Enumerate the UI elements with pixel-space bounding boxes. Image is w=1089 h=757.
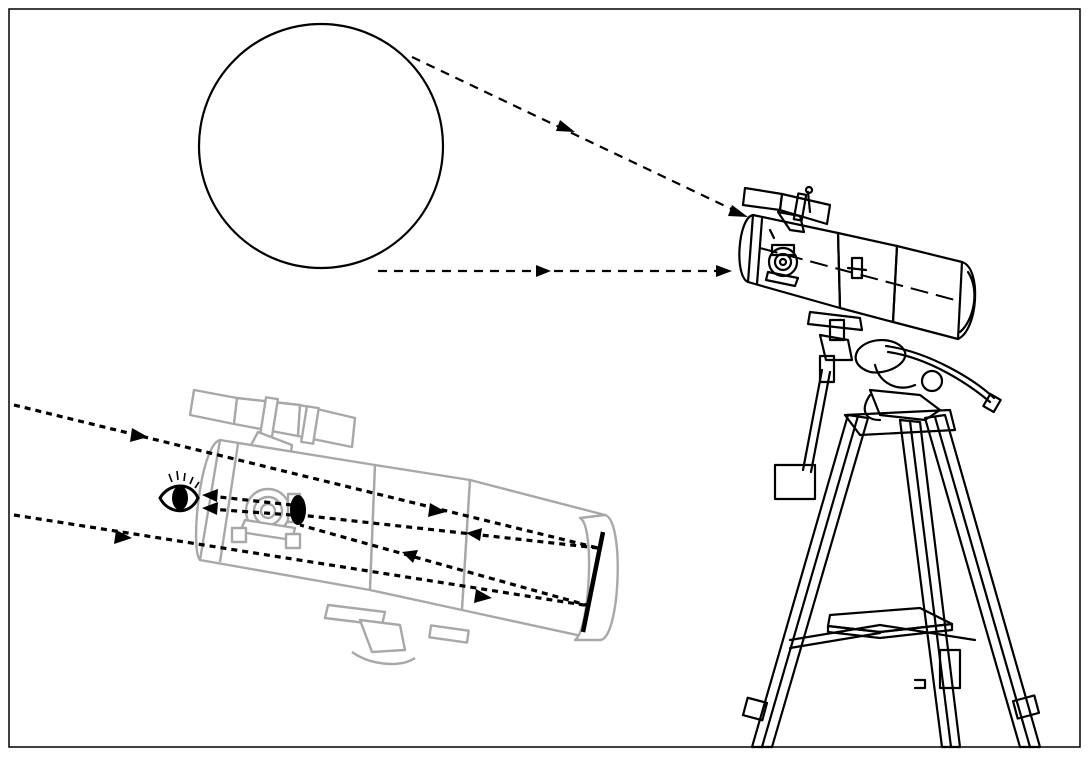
incoming-light-rays — [378, 56, 748, 277]
observer-eye — [158, 470, 200, 513]
telescope-cross-section-ghost — [188, 388, 619, 666]
internal-light-path — [13, 403, 599, 608]
primary-mirror — [580, 531, 606, 633]
reflector-telescope-on-tripod — [738, 185, 1042, 749]
secondary-mirror — [290, 495, 306, 525]
light-source-circle — [197, 22, 445, 270]
tripod — [741, 408, 1042, 749]
finder-scope — [741, 185, 832, 234]
figure-frame — [8, 8, 1081, 748]
telescope-tube — [738, 213, 977, 341]
equatorial-mount — [773, 310, 1002, 501]
